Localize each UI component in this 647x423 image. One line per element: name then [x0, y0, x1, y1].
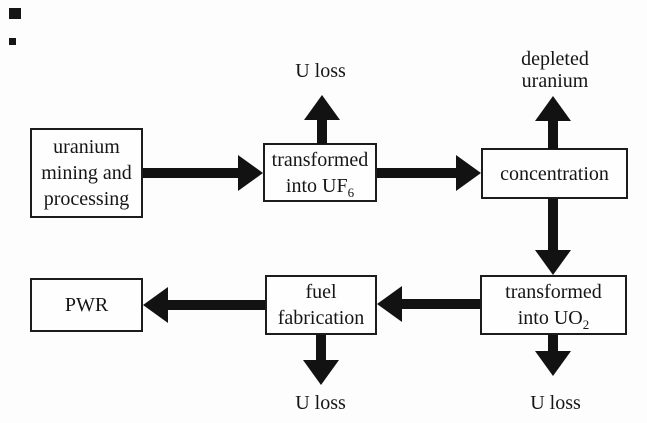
arrow-concentration-to-uo2-head	[535, 250, 571, 275]
box-uranium-mining: uranium mining and processing	[30, 128, 143, 218]
box-transformed-uf6-line2: into UF6	[286, 173, 354, 199]
box-transformed-uf6: transformed into UF6	[263, 143, 377, 202]
arrow-uo2-to-fuel-head	[377, 286, 402, 322]
label-u-loss-bottom-left: U loss	[295, 392, 346, 414]
arrow-uo2-to-fuel-stem	[400, 299, 480, 309]
box-fuel-fabrication-line1: fuel	[305, 281, 337, 303]
arrow-concentration-to-uo2-stem	[548, 199, 558, 252]
label-depleted-uranium-line1: depleted	[521, 48, 589, 70]
arrow-uf6-to-uloss-stem	[317, 118, 327, 144]
box-uranium-mining-line3: processing	[43, 188, 130, 210]
box-pwr-label: PWR	[64, 294, 109, 316]
arrow-uf6-to-concentration-stem	[377, 168, 457, 178]
box-pwr: PWR	[30, 278, 143, 332]
label-u-loss-bottom-right: U loss	[530, 392, 581, 414]
arrow-fuel-to-uloss-head	[303, 360, 339, 385]
arrow-uo2-to-uloss-stem	[548, 335, 558, 353]
box-fuel-fabrication: fuel fabrication	[265, 275, 377, 335]
uo2-subscript: 2	[582, 317, 590, 332]
arrow-mining-to-uf6-stem	[143, 168, 239, 178]
box-concentration-label: concentration	[500, 162, 609, 185]
scan-artifact-mark-1	[9, 8, 21, 19]
arrow-fuel-to-uloss-stem	[316, 335, 326, 362]
arrow-fuel-to-pwr-head	[143, 287, 168, 323]
box-uranium-mining-line2: mining and	[41, 162, 132, 184]
arrow-concentration-to-depleted-head	[535, 96, 571, 121]
label-depleted-uranium: depleted uranium	[505, 48, 605, 92]
box-transformed-uo2-line2: into UO2	[518, 305, 590, 331]
arrow-uf6-to-uloss-head	[304, 95, 340, 120]
uo2-formula: into UO	[517, 307, 583, 329]
scan-artifact-mark-2	[9, 38, 16, 45]
box-uranium-mining-line1: uranium	[53, 136, 120, 158]
box-transformed-uo2-line1: transformed	[505, 281, 602, 303]
box-concentration: concentration	[481, 148, 628, 199]
uf6-subscript: 6	[347, 184, 355, 200]
uf6-formula: into UF	[285, 174, 348, 197]
arrow-fuel-to-pwr-stem	[166, 300, 265, 310]
label-depleted-uranium-line2: uranium	[521, 70, 589, 92]
box-transformed-uo2: transformed into UO2	[480, 275, 627, 335]
arrow-uf6-to-concentration-head	[456, 155, 481, 191]
box-fuel-fabrication-line2: fabrication	[277, 307, 365, 329]
arrow-concentration-to-depleted-stem	[548, 120, 558, 149]
arrow-uo2-to-uloss-head	[535, 351, 571, 376]
box-transformed-uf6-line1: transformed	[271, 148, 369, 171]
label-u-loss-top: U loss	[295, 60, 346, 82]
arrow-mining-to-uf6-head	[238, 155, 263, 191]
